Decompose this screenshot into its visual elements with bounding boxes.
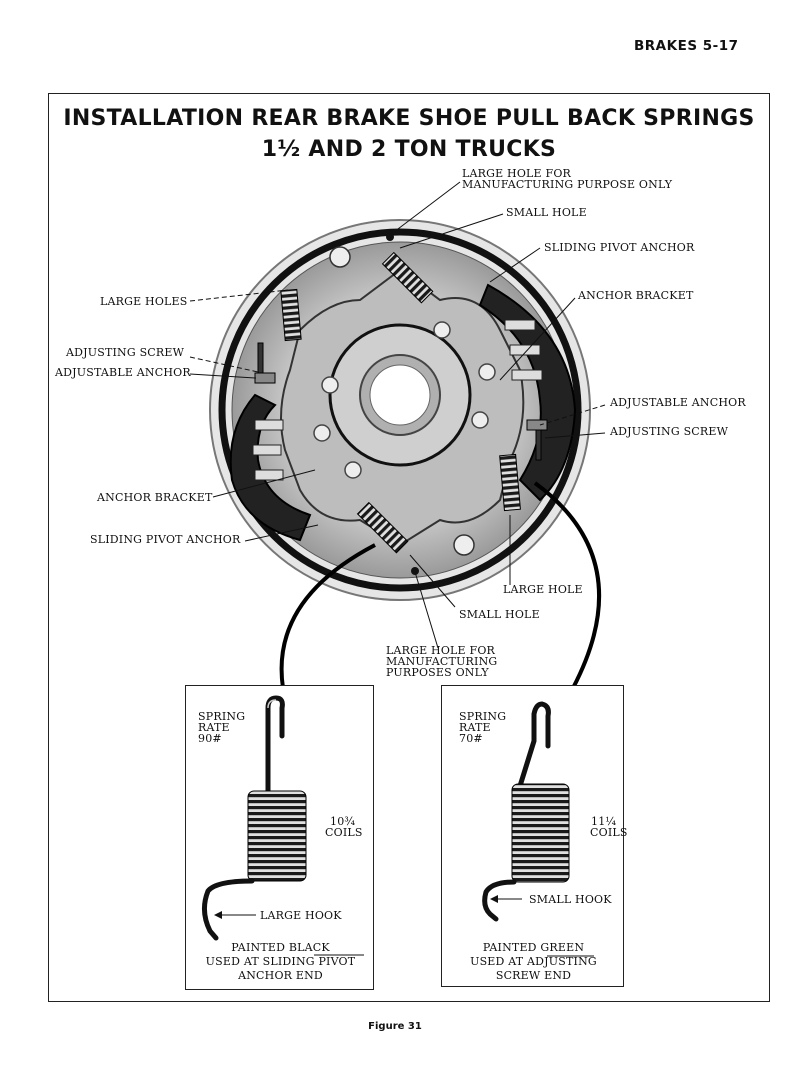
coil-count-value: 11¼ <box>591 815 617 828</box>
springs-on-assembly <box>280 251 521 554</box>
paint-color-name: GREEN <box>540 941 585 954</box>
callout-sliding-pivot-anchor-right: SLIDING PIVOT ANCHOR <box>544 241 695 254</box>
connector-curve-right <box>533 481 602 689</box>
hook-label: LARGE HOOK <box>260 909 342 922</box>
running-head: BRAKES 5-17 <box>634 38 739 54</box>
callout-adjustable-anchor-left: ADJUSTABLE ANCHOR <box>55 366 191 379</box>
spring-rate-label-1: SPRING <box>459 710 507 723</box>
leader-lines <box>189 181 606 649</box>
connector-curve-left <box>279 543 376 689</box>
hook-label: SMALL HOOK <box>529 893 612 906</box>
paint-color-note: PAINTED BLACK <box>186 942 375 954</box>
callout-adjustable-anchor-right: ADJUSTABLE ANCHOR <box>610 396 746 409</box>
spring-green-illustration <box>482 701 594 957</box>
usage-line-1: USED AT ADJUSTING <box>470 955 597 968</box>
callout-anchor-bracket-right: ANCHOR BRACKET <box>578 289 694 302</box>
hub <box>328 323 472 467</box>
callout-small-hole-top: SMALL HOLE <box>506 206 587 219</box>
brake-shoe-right <box>478 283 577 502</box>
spring-rate-value: 70# <box>459 732 483 745</box>
spring-rate-value: 90# <box>198 732 222 745</box>
coil-count-value: 10¾ <box>330 815 356 828</box>
callout-adjusting-screw-left: ADJUSTING SCREW <box>66 346 185 359</box>
callout-large-hole-mfg-bottom-3: PURPOSES ONLY <box>386 666 489 679</box>
holes <box>386 233 419 575</box>
spring-rate-label-2: RATE <box>459 721 491 734</box>
callout-large-hole-mfg-bottom-1: LARGE HOLE FOR <box>386 644 496 657</box>
spring-rate-label-2: RATE <box>198 721 230 734</box>
figure-frame <box>48 93 770 1002</box>
bolt-holes <box>313 321 496 479</box>
paint-note-prefix: PAINTED <box>482 941 541 954</box>
callout-large-hole-mfg-top-2: MANUFACTURING PURPOSE ONLY <box>462 178 673 191</box>
spring-box-black: SPRING RATE 90# 10¾ COILS LARGE HOOK PAI… <box>185 685 374 990</box>
paint-note-prefix: PAINTED <box>231 941 289 954</box>
callout-large-hole-mfg-top-1: LARGE HOLE FOR <box>462 167 572 180</box>
paint-color-note: PAINTED GREEN <box>442 942 625 954</box>
callout-large-hole-mfg-bottom-2: MANUFACTURING <box>386 655 498 668</box>
brake-shoe-left <box>229 393 312 542</box>
usage-line-2: SCREW END <box>495 969 572 982</box>
usage-line-2: ANCHOR END <box>238 969 323 982</box>
figure-title: INSTALLATION REAR BRAKE SHOE PULL BACK S… <box>63 106 755 131</box>
callout-anchor-bracket-left: ANCHOR BRACKET <box>97 491 213 504</box>
rivets <box>329 246 475 556</box>
callout-adjusting-screw-right: ADJUSTING SCREW <box>610 425 729 438</box>
callout-large-holes-left: LARGE HOLES <box>100 295 188 308</box>
usage-line-1: USED AT SLIDING PIVOT <box>205 955 356 968</box>
callout-sliding-pivot-anchor-left: SLIDING PIVOT ANCHOR <box>90 533 241 546</box>
coil-count-label: COILS <box>325 826 363 839</box>
figure-subtitle: 1½ AND 2 TON TRUCKS <box>261 137 557 162</box>
paint-color-name: BLACK <box>288 941 330 954</box>
spring-rate-label-1: SPRING <box>198 710 246 723</box>
coil-count-label: COILS <box>590 826 628 839</box>
callout-small-hole-bottom: SMALL HOLE <box>459 608 540 621</box>
figure-caption: Figure 31 <box>368 1021 422 1032</box>
spring-box-green: SPRING RATE 70# 11¼ COILS SMALL HOOK PAI… <box>441 685 627 987</box>
callout-large-hole-bottom: LARGE HOLE <box>503 583 583 596</box>
spring-black-illustration <box>202 695 364 956</box>
